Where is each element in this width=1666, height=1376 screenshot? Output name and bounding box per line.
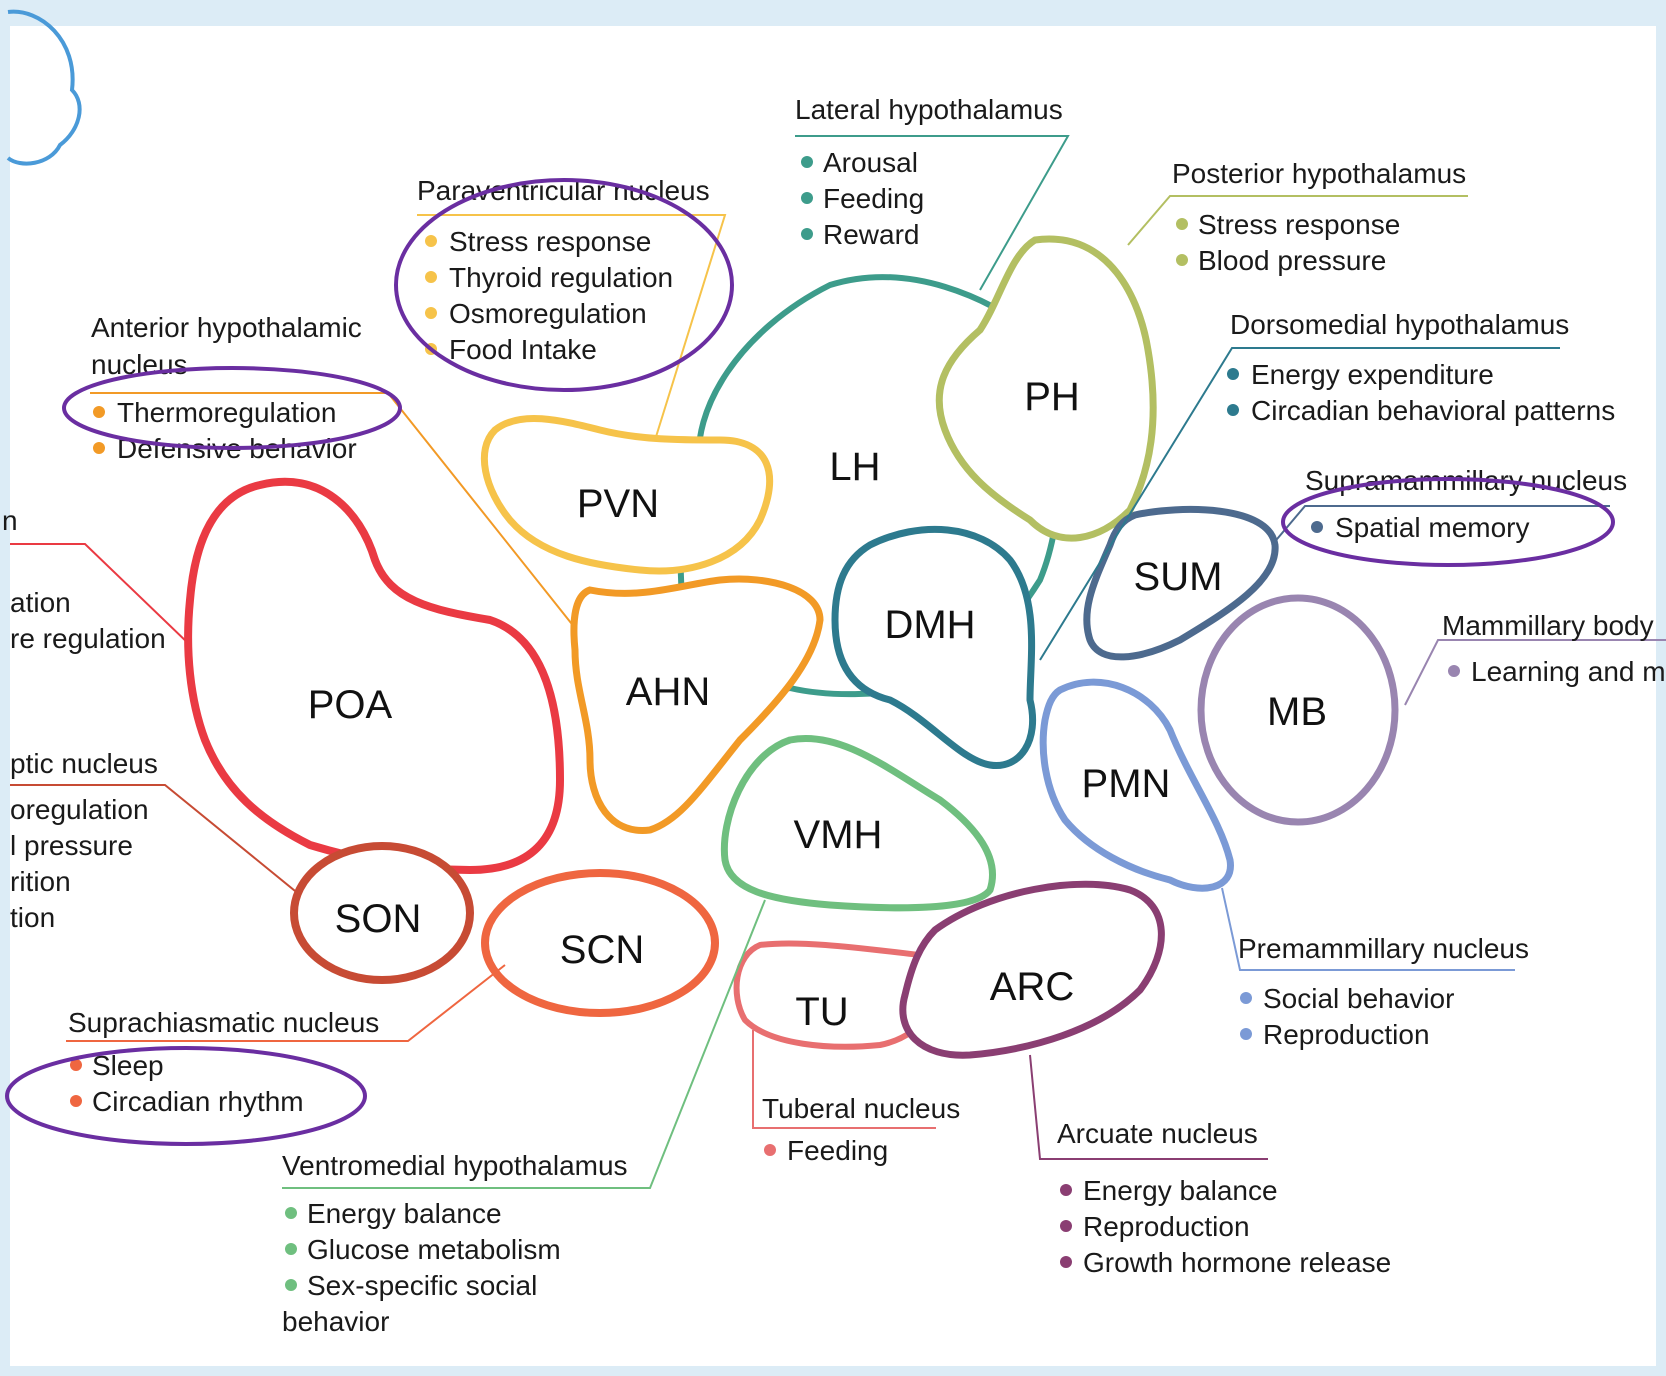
ahn-highlight (62, 366, 402, 450)
lh-item: Reward (823, 219, 919, 250)
pmn-shape (1039, 678, 1234, 892)
sum-highlight (1281, 477, 1615, 567)
mb-item: Learning and m (1471, 656, 1666, 687)
corner-outline (6, 9, 82, 166)
ahn-item: Thermoregulation (117, 397, 336, 428)
son-item: rition (10, 866, 71, 897)
ahn-abbr: AHN (626, 670, 710, 714)
poa-shape (184, 477, 565, 875)
lh-item: Arousal (823, 147, 918, 178)
mb-label-block: Mammillary body Learning and m (1442, 610, 1666, 687)
arc-title: Arcuate nucleus (1057, 1118, 1258, 1149)
pvn-abbr: PVN (577, 482, 659, 526)
vmh-item: Energy balance (307, 1198, 502, 1229)
poa-abbr: POA (308, 683, 393, 727)
pmn-title: Premammillary nucleus (1238, 933, 1529, 964)
son-abbr: SON (335, 897, 422, 941)
tu-title: Tuberal nucleus (762, 1093, 960, 1124)
ahn-title: Anterior hypothalamic (91, 312, 362, 343)
scn-item: Circadian rhythm (92, 1086, 304, 1117)
scn-label-block: Suprachiasmatic nucleus Sleep Circadian … (68, 1007, 379, 1117)
vmh-item: Glucose metabolism (307, 1234, 561, 1265)
poa-item: ation (10, 587, 71, 618)
lh-abbr: LH (829, 445, 880, 489)
pvn-item: Stress response (449, 226, 651, 257)
lh-label-block: Lateral hypothalamus Arousal Feeding Rew… (795, 94, 1063, 250)
arc-item: Reproduction (1083, 1211, 1250, 1242)
highlight-ellipses (5, 178, 1615, 1146)
arc-shape (899, 880, 1165, 1059)
mb-shape (1197, 594, 1399, 826)
son-item: l pressure (10, 830, 133, 861)
pvn-item: Osmoregulation (449, 298, 647, 329)
scn-title: Suprachiasmatic nucleus (68, 1007, 379, 1038)
tu-abbr: TU (795, 990, 848, 1034)
ahn-label-block: Anterior hypothalamic nucleus Thermoregu… (91, 312, 362, 464)
pmn-label-block: Premammillary nucleus Social behavior Re… (1238, 933, 1529, 1050)
poa-title: n (2, 505, 18, 536)
sum-abbr: SUM (1134, 555, 1223, 599)
scn-shape (481, 869, 719, 1017)
pmn-item: Social behavior (1263, 983, 1454, 1014)
ph-shape (935, 235, 1157, 542)
dmh-item: Energy expenditure (1251, 359, 1494, 390)
sum-label-block: Supramammillary nucleus Spatial memory (1305, 465, 1627, 543)
ph-abbr: PH (1024, 375, 1080, 419)
tu-shape (733, 940, 938, 1050)
tu-label-block: Tuberal nucleus Feeding (762, 1093, 960, 1166)
son-label-block: ptic nucleus oregulation l pressure riti… (10, 748, 158, 933)
mb-abbr: MB (1267, 690, 1327, 734)
pvn-highlight (394, 178, 734, 392)
dmh-item: Circadian behavioral patterns (1251, 395, 1615, 426)
ph-item: Blood pressure (1198, 245, 1386, 276)
ph-item: Stress response (1198, 209, 1400, 240)
tu-item: Feeding (787, 1135, 888, 1166)
mb-title: Mammillary body (1442, 610, 1654, 641)
dmh-shape (831, 525, 1037, 770)
arc-item: Growth hormone release (1083, 1247, 1391, 1278)
dmh-title: Dorsomedial hypothalamus (1230, 309, 1569, 340)
arc-abbr: ARC (990, 965, 1074, 1009)
ph-title: Posterior hypothalamus (1172, 158, 1466, 189)
ahn-shape (570, 575, 824, 834)
son-title: ptic nucleus (10, 748, 158, 779)
vmh-item: Sex-specific social (307, 1270, 537, 1301)
arc-item: Energy balance (1083, 1175, 1278, 1206)
pmn-abbr: PMN (1082, 762, 1171, 806)
lh-item: Feeding (823, 183, 924, 214)
vmh-title: Ventromedial hypothalamus (282, 1150, 628, 1181)
poa-label-block: n ation re regulation (2, 505, 166, 654)
son-item: oregulation (10, 794, 149, 825)
vmh-abbr: VMH (794, 813, 883, 857)
pvn-item: Food Intake (449, 334, 597, 365)
ph-label-block: Posterior hypothalamus Stress response B… (1172, 158, 1466, 276)
dmh-abbr: DMH (884, 603, 975, 647)
pvn-item: Thyroid regulation (449, 262, 673, 293)
vmh-shape (720, 735, 997, 912)
pmn-item: Reproduction (1263, 1019, 1430, 1050)
scn-abbr: SCN (560, 928, 644, 972)
lh-title: Lateral hypothalamus (795, 94, 1063, 125)
son-item: tion (10, 902, 55, 933)
vmh-item-cont: behavior (282, 1306, 389, 1337)
son-shape (290, 842, 474, 984)
scn-highlight (5, 1046, 367, 1146)
poa-item: re regulation (10, 623, 166, 654)
vmh-label-block: Ventromedial hypothalamus Energy balance… (282, 1150, 628, 1337)
sum-item: Spatial memory (1335, 512, 1530, 543)
arc-label-block: Arcuate nucleus Energy balance Reproduct… (1057, 1118, 1391, 1278)
pvn-shape (480, 415, 774, 575)
dmh-label-block: Dorsomedial hypothalamus Energy expendit… (1227, 309, 1615, 426)
